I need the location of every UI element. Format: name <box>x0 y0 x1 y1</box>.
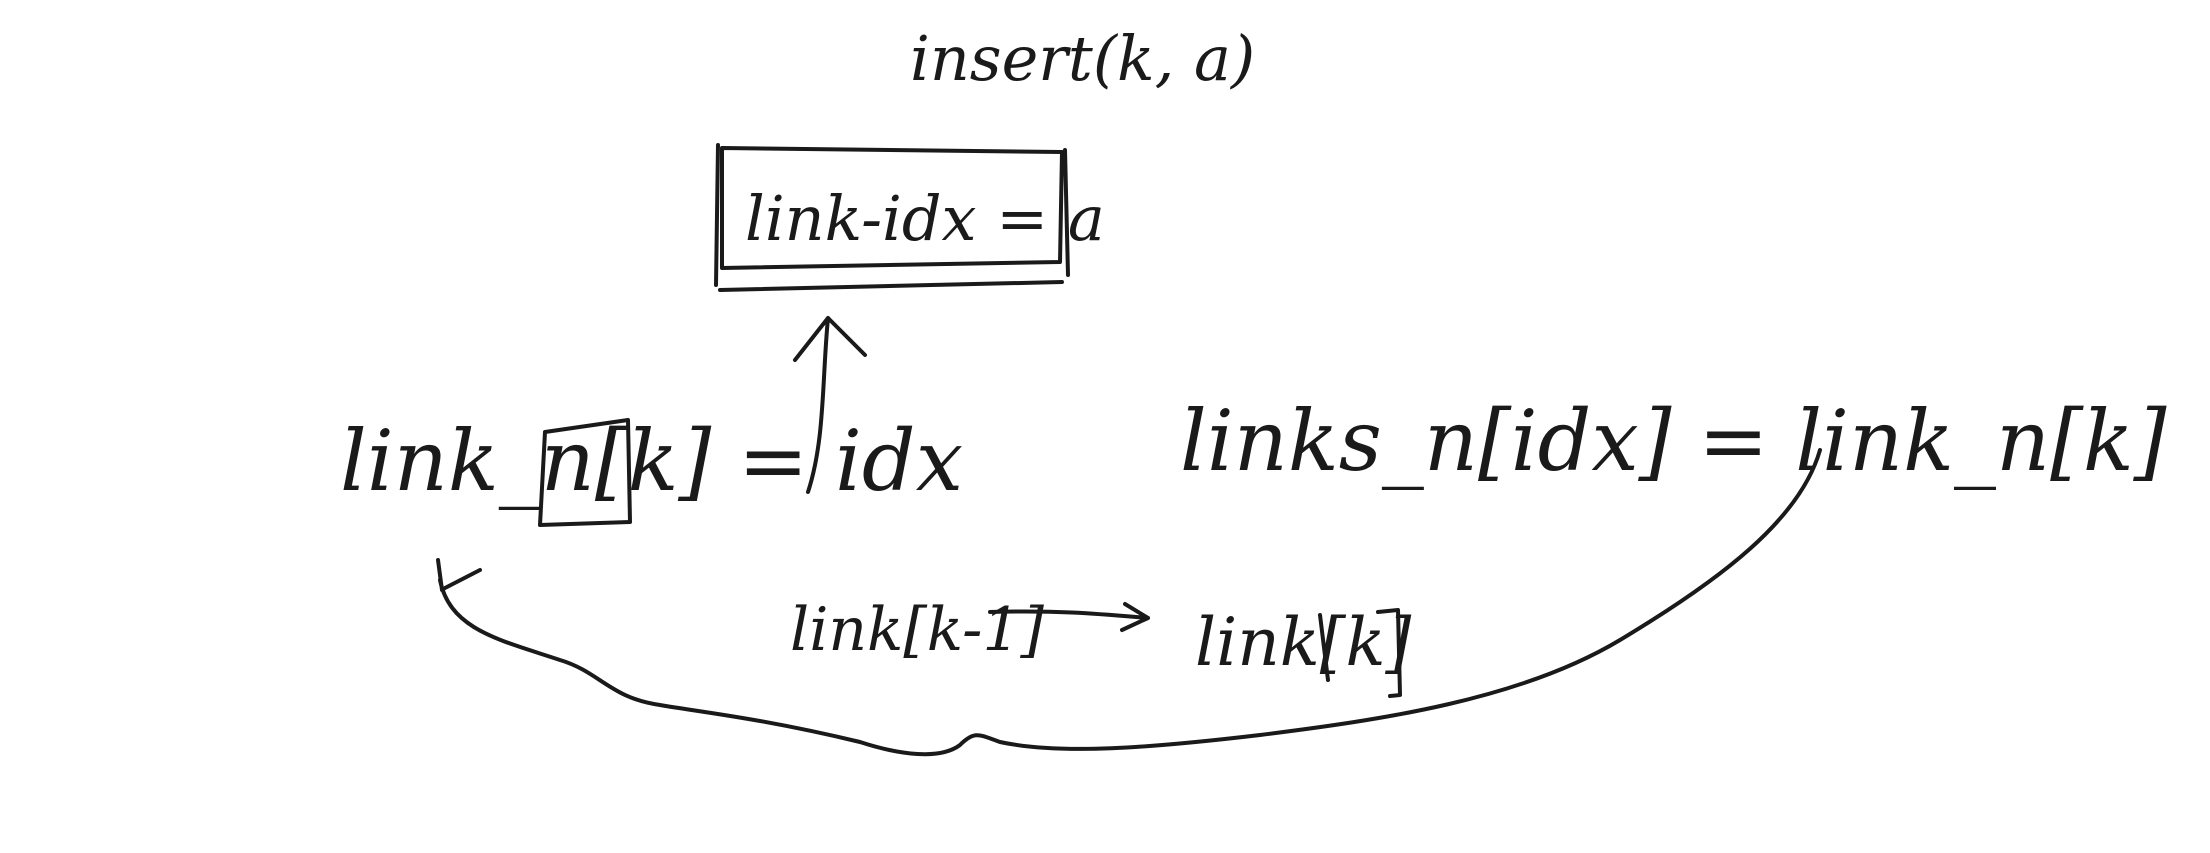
assignment-box <box>714 143 1070 292</box>
left-k-bracket <box>538 418 632 527</box>
return-curve-arrow <box>436 448 1822 757</box>
bottom-left-label: link[k-1] <box>790 595 1045 665</box>
up-arrow <box>793 316 867 494</box>
right-expression: links_n[idx] = link_n[k] <box>1180 392 2167 490</box>
diagram-title: insert(k, a) <box>910 22 1255 95</box>
right-arrow <box>988 602 1150 632</box>
left-expression: link_n[k] = idx <box>340 412 963 510</box>
bottom-right-bracket <box>1318 608 1402 698</box>
box-label: link-idx = a <box>745 182 1105 255</box>
bottom-right-label: link[k] <box>1195 604 1411 681</box>
